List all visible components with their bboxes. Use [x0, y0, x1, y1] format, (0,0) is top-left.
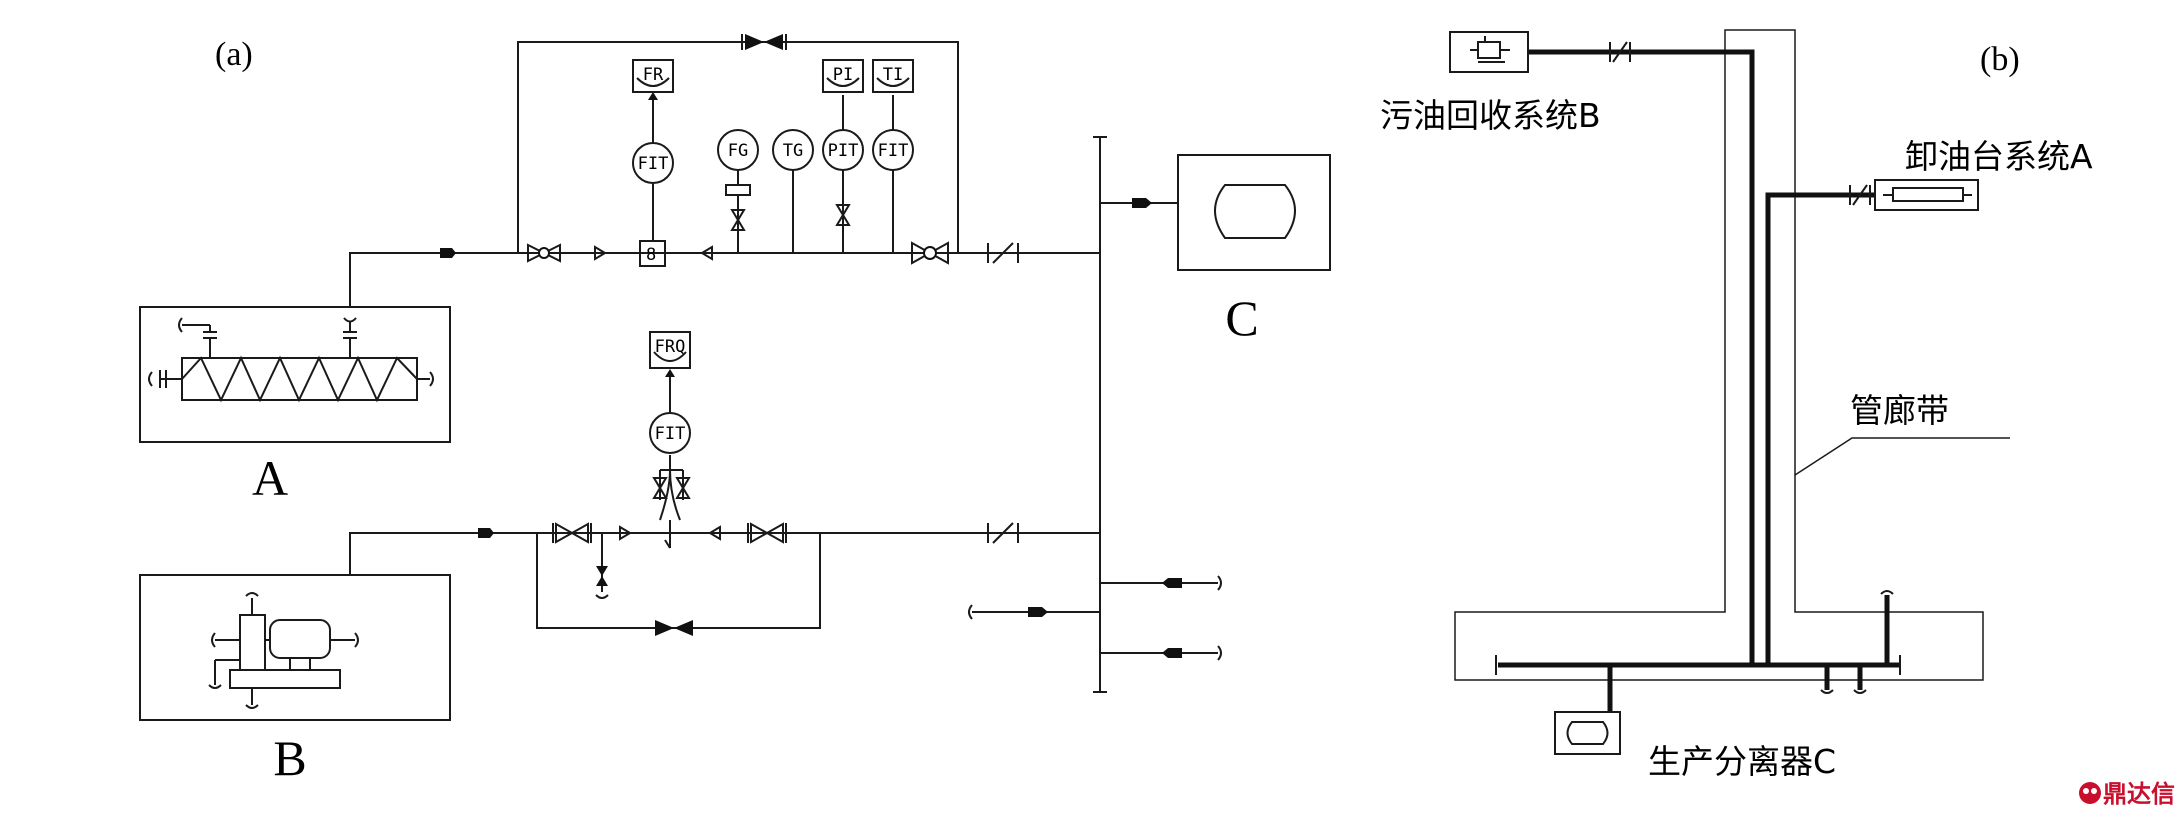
- equipment-c: C: [1177, 154, 1331, 346]
- instrument-frq: FRQ: [655, 337, 686, 357]
- system-b-icon: [1449, 31, 1529, 73]
- watermark-logo: 鼎达信: [2079, 780, 2175, 808]
- system-a-icon: [1874, 179, 1979, 211]
- pipe-corridor-outline: [1454, 29, 1984, 681]
- pipe-routes: [1495, 49, 1901, 712]
- label-oil-recovery-system-b: 污油回收系统B: [1380, 96, 1601, 135]
- panel-a: (a) A: [139, 34, 1331, 786]
- upper-instruments: FIT FR FG TG PIT PI: [632, 59, 914, 253]
- instrument-fit-upper: FIT: [638, 154, 669, 174]
- svg-text:8: 8: [646, 245, 656, 265]
- label-production-separator-c: 生产分离器C: [1648, 742, 1836, 781]
- main-header: [968, 136, 1222, 693]
- panel-b-label: (b): [1980, 41, 2020, 78]
- check-valves-b: [1609, 41, 1871, 206]
- instrument-ti: TI: [883, 65, 903, 85]
- lower-process-line: [349, 520, 1100, 636]
- instrument-pit: PIT: [828, 141, 859, 161]
- instrument-fr: FR: [643, 65, 664, 85]
- instrument-fg: FG: [728, 141, 748, 161]
- unit-b-label: B: [273, 730, 306, 786]
- watermark-text: 鼎达信: [2103, 780, 2175, 808]
- unit-c-label: C: [1225, 290, 1258, 346]
- label-unloading-system-a: 卸油台系统A: [1905, 137, 2093, 176]
- separator-c-icon: [1554, 711, 1621, 755]
- instrument-tg: TG: [783, 141, 803, 161]
- unit-a-label: A: [252, 450, 288, 506]
- equipment-a: A: [139, 306, 451, 506]
- instrument-pi: PI: [833, 65, 853, 85]
- instrument-fit-lower: FIT: [655, 424, 686, 444]
- lower-instruments: FIT FRQ: [649, 331, 691, 521]
- equipment-b: B: [139, 574, 451, 786]
- upper-process-line: 8: [349, 34, 1100, 307]
- panel-b: (b): [1380, 29, 2093, 781]
- instrument-fit-right: FIT: [878, 141, 909, 161]
- panel-a-label: (a): [215, 36, 253, 73]
- label-pipe-corridor: 管廊带: [1850, 391, 1949, 430]
